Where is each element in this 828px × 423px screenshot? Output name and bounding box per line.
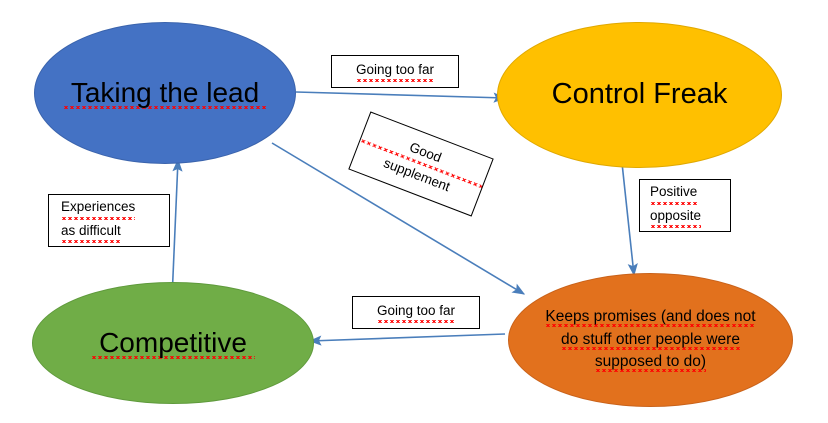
edge-label-going-too-far-bottom-text: Going too far bbox=[376, 300, 456, 324]
node-taking-the-lead[interactable]: Taking the lead bbox=[34, 22, 296, 164]
edge-label-going-too-far-bottom[interactable]: Going too far bbox=[352, 296, 480, 329]
edge-label-positive-opposite-line-1: Positive bbox=[650, 182, 698, 205]
edge-label-going-too-far-top-text: Going too far bbox=[355, 59, 435, 83]
arrow-taking-the-lead-to-control-freak bbox=[295, 91, 507, 103]
arrow-competitive-to-taking-the-lead bbox=[171, 158, 183, 300]
node-competitive-label: Competitive bbox=[91, 325, 255, 361]
node-keeps-promises-line-3: supposed to do) bbox=[594, 353, 707, 373]
node-keeps-promises-line-2: do stuff other people were bbox=[561, 330, 740, 351]
node-competitive[interactable]: Competitive bbox=[32, 282, 314, 404]
edge-label-experiences-as-difficult-line-1: Experiences bbox=[61, 197, 136, 220]
edge-label-going-too-far-top[interactable]: Going too far bbox=[331, 55, 459, 88]
arrow-keeps-promises-to-competitive bbox=[308, 333, 506, 346]
arrow-taking-the-lead-to-keeps-promises bbox=[271, 142, 526, 295]
edge-label-positive-opposite-line-2: opposite bbox=[650, 205, 702, 229]
node-keeps-promises-label: Keeps promises (and does not do stuff ot… bbox=[537, 306, 763, 373]
node-control-freak-label: Control Freak bbox=[551, 78, 728, 111]
edge-label-experiences-as-difficult-line-2: as difficult bbox=[61, 220, 121, 244]
node-taking-the-lead-label: Taking the lead bbox=[63, 75, 267, 111]
node-keeps-promises[interactable]: Keeps promises (and does not do stuff ot… bbox=[508, 273, 793, 407]
arrow-control-freak-to-keeps-promises bbox=[621, 162, 638, 277]
edge-label-experiences-as-difficult[interactable]: Experiences as difficult bbox=[48, 194, 170, 247]
node-control-freak[interactable]: Control Freak bbox=[497, 22, 782, 168]
edge-label-positive-opposite[interactable]: Positive opposite bbox=[639, 179, 731, 232]
node-keeps-promises-line-1: Keeps promises (and does not bbox=[545, 308, 756, 328]
